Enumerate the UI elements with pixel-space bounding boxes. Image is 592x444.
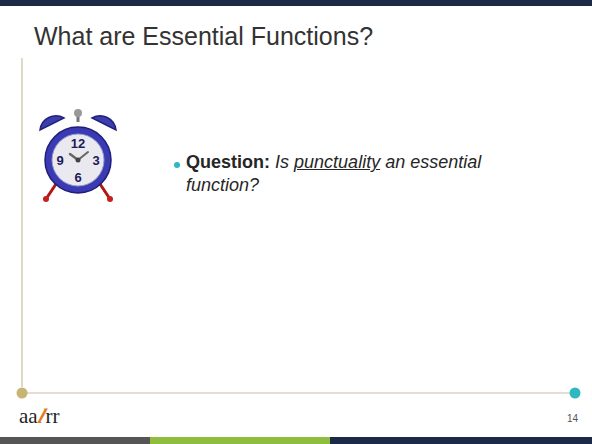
page-number: 14: [567, 413, 578, 424]
key-term: punctuality: [294, 152, 380, 172]
clock-numeral: 6: [74, 171, 81, 184]
footer-bar: [0, 437, 150, 444]
frame-line: [22, 392, 575, 393]
question-lead: Question:: [186, 152, 270, 172]
question-text: Is: [275, 152, 289, 172]
clock-numeral: 9: [56, 154, 63, 167]
frame-dot: [570, 388, 581, 399]
footer-bar: [330, 437, 592, 444]
top-bar: [0, 0, 592, 6]
alarm-clock-icon: [40, 109, 116, 202]
company-logo: aalrr: [19, 404, 60, 429]
logo-letters: rr: [46, 404, 60, 429]
footer-bar: [150, 437, 330, 444]
clock-numeral: 3: [92, 154, 99, 167]
frame-line: [21, 58, 22, 387]
clock-numeral: 12: [71, 137, 85, 150]
slide-title: What are Essential Functions?: [34, 22, 373, 51]
bullet-dot: [174, 162, 180, 168]
bullet-text: Question:Ispunctualityan essential funct…: [186, 151, 558, 197]
frame-dot: [17, 388, 28, 399]
